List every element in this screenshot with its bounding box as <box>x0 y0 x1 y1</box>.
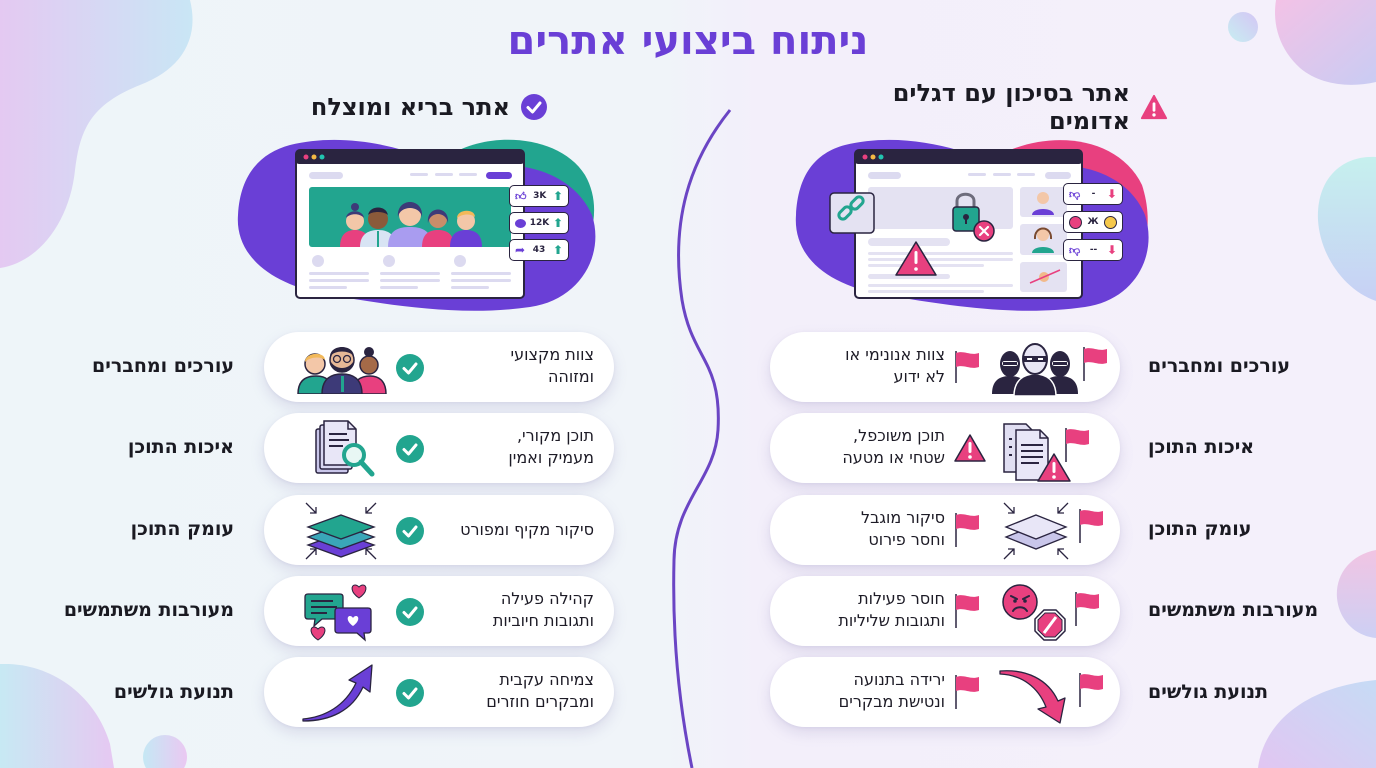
angry-blocked-icon <box>1002 584 1066 641</box>
red-flag-icon <box>1079 673 1103 707</box>
team-icon <box>297 347 387 394</box>
red-flag-icon <box>1083 347 1107 381</box>
warning-triangle-icon <box>1140 93 1168 121</box>
stat-comments: 12K ⬆ <box>509 212 569 234</box>
risky-heading: אתר בסיכון עם דגלים אדומים <box>812 79 1168 135</box>
risky-row-label-depth: עומק התוכן <box>1148 518 1252 540</box>
healthy-row-label-engagement: מעורבות משתמשים <box>63 599 234 621</box>
healthy-card-traffic-text: צמיחה עקבית ומבקרים חוזרים <box>486 670 594 711</box>
thumbs-up-icon: 👍︎ <box>515 189 527 203</box>
healthy-row-label-quality: איכות התוכן <box>127 436 234 458</box>
red-flag-icon <box>1065 428 1089 462</box>
chat-hearts-icon <box>304 584 372 642</box>
arrow-down-icon: ⬇ <box>1106 187 1117 201</box>
background-blob-right-middle <box>1317 156 1376 301</box>
healthy-card-editors-text: צוות מקצועי ומזוהה <box>510 345 594 386</box>
background-blob-bottom-right <box>1258 680 1376 768</box>
risky-card-depth: סיקור מוגבל וחסר פירוט <box>770 495 1120 565</box>
healthy-row-label-traffic: תנועת גולשים <box>113 681 234 703</box>
risky-row-label-traffic: תנועת גולשים <box>1148 681 1269 703</box>
healthy-card-quality-text: תוכן מקורי, מעמיק ואמין <box>508 426 594 467</box>
healthy-heading: אתר בריא ומוצלח <box>308 90 548 124</box>
warning-triangle-icon <box>954 434 986 462</box>
risky-row-label-quality: איכות התוכן <box>1148 436 1255 458</box>
arrow-up-icon: ⬆ <box>552 216 563 230</box>
healthy-card-engagement-text: קהילה פעילה ותגובות חיוביות <box>492 589 594 630</box>
stat-likes: 👍︎ 3K ⬆ <box>509 185 569 207</box>
check-circle-icon <box>396 517 424 545</box>
healthy-card-traffic: צמיחה עקבית ומבקרים חוזרים <box>264 657 614 727</box>
red-flag-icon <box>955 513 979 547</box>
risky-card-traffic-text: ירידה בתנועה ונטישת מבקרים <box>838 670 945 711</box>
background-dot-bottom-left <box>143 735 187 768</box>
check-circle-icon <box>520 93 548 121</box>
arrow-down-icon: ⬇ <box>1106 243 1117 257</box>
healthy-card-depth-text: סיקור מקיף ומפורט <box>460 520 594 539</box>
risky-heading-text: אתר בסיכון עם דגלים אדומים <box>892 79 1130 135</box>
arrow-up-icon: ⬆ <box>552 189 563 203</box>
check-circle-icon <box>396 598 424 626</box>
healthy-row-label-editors: עורכים ומחברים <box>92 355 234 377</box>
risky-card-depth-text: סיקור מוגבל וחסר פירוט <box>861 508 945 549</box>
duplicate-docs-warning-icon <box>1003 423 1071 482</box>
red-flag-icon <box>955 675 979 709</box>
healthy-card-editors: צוות מקצועי ומזוהה <box>264 332 614 402</box>
thumbs-down-icon: 👎︎ <box>1069 243 1081 257</box>
thin-layers-icon <box>1003 502 1069 560</box>
background-blob-right-lower <box>1336 550 1376 638</box>
wavy-divider <box>672 109 732 768</box>
check-circle-icon <box>396 435 424 463</box>
page-title: ניתוח ביצועי אתרים <box>507 18 869 64</box>
share-icon: ➦ <box>515 243 526 257</box>
arrow-up-icon: ⬆ <box>552 243 563 257</box>
risky-card-editors-text: צוות אנונימי או לא ידוע <box>845 345 945 386</box>
check-circle-icon <box>396 354 424 382</box>
background-blob-bottom-left <box>0 664 114 768</box>
healthy-site-illustration: 👍︎ 3K ⬆ 12K ⬆ ➦ 43 ⬆ <box>230 135 600 315</box>
risky-row-label-editors: עורכים ומחברים <box>1148 355 1290 377</box>
healthy-card-engagement: קהילה פעילה ותגובות חיוביות <box>264 576 614 646</box>
trend-down-arrow-icon <box>999 670 1066 724</box>
thumbs-down-icon: 👎︎ <box>1069 187 1081 201</box>
red-flag-icon <box>955 594 979 628</box>
red-flag-icon <box>1075 592 1099 626</box>
red-flag-icon <box>1079 509 1103 543</box>
comment-icon <box>515 218 526 228</box>
check-circle-icon <box>396 679 424 707</box>
document-search-icon <box>315 420 375 477</box>
risky-card-traffic: ירידה בתנועה ונטישת מבקרים <box>770 657 1120 727</box>
stat-reactions: Ж <box>1063 211 1123 233</box>
stat-dislikes: 👎︎ - ⬇ <box>1063 183 1123 205</box>
risky-site-illustration: 👎︎ - ⬇ Ж 👎︎ -- ⬇ <box>790 135 1150 315</box>
risky-row-label-engagement: מעורבות משתמשים <box>1148 599 1319 621</box>
sick-face-icon <box>1104 215 1117 229</box>
stat-dislikes-2: 👎︎ -- ⬇ <box>1063 239 1123 261</box>
healthy-card-quality: תוכן מקורי, מעמיק ואמין <box>264 413 614 483</box>
angry-face-icon <box>1069 215 1082 229</box>
risky-card-editors: צוות אנונימי או לא ידוע <box>770 332 1120 402</box>
layers-icon <box>305 502 377 560</box>
trend-up-arrow-icon <box>302 664 373 722</box>
anonymous-team-icon <box>992 343 1078 396</box>
risky-card-quality: תוכן משוכפל, שטחי או מטעה <box>770 413 1120 483</box>
red-flag-icon <box>955 351 979 383</box>
healthy-card-depth: סיקור מקיף ומפורט <box>264 495 614 565</box>
stat-shares: ➦ 43 ⬆ <box>509 239 569 261</box>
healthy-heading-text: אתר בריא ומוצלח <box>310 93 510 121</box>
risky-card-quality-text: תוכן משוכפל, שטחי או מטעה <box>842 426 945 467</box>
risky-card-engagement: חוסר פעילות ותגובות שליליות <box>770 576 1120 646</box>
risky-card-engagement-text: חוסר פעילות ותגובות שליליות <box>838 589 945 630</box>
healthy-row-label-depth: עומק התוכן <box>130 518 234 540</box>
